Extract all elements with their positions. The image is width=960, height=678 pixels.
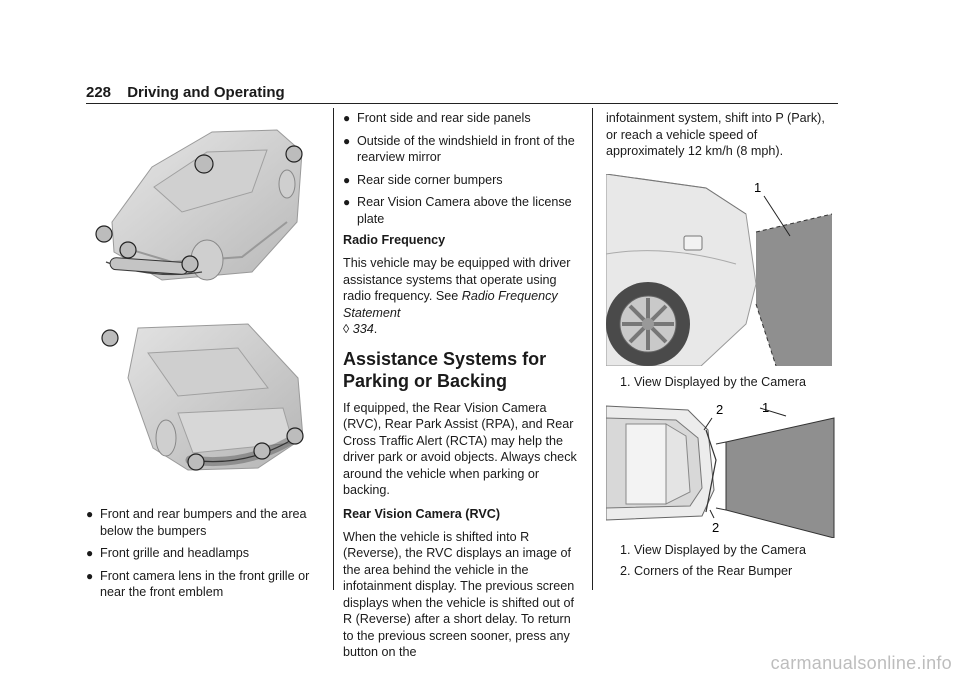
bullet-icon: ●: [86, 507, 94, 521]
rvc-paragraph: When the vehicle is shifted into R (Reve…: [343, 529, 575, 660]
cross-reference-link[interactable]: Radio Frequency Statement: [343, 289, 558, 320]
figure-caption: 1. View Displayed by the Camera: [606, 374, 838, 391]
watermark: carmanualsonline.info: [770, 653, 952, 673]
callout-1: 1: [754, 180, 761, 195]
list-item: ●Outside of the windshield in front of t…: [343, 133, 575, 165]
callout-2-top: 2: [716, 402, 723, 417]
bullet-icon: ●: [343, 172, 351, 187]
bullet-icon: ●: [343, 133, 351, 148]
caption-item: 1. View Displayed by the Camera: [620, 374, 806, 389]
callout-1: 1: [762, 400, 769, 415]
camera-view-figure: 1: [606, 173, 838, 366]
page-number: 228: [86, 84, 112, 101]
caption-item: 1. View Displayed by the Camera: [620, 543, 806, 557]
section-title: Driving and Operating: [127, 84, 285, 101]
middle-column: ●Front side and rear side panels ●Outsid…: [343, 110, 583, 669]
front-car-figure: [92, 112, 314, 290]
cleaning-list: ●Front and rear bumpers and the area bel…: [86, 506, 322, 607]
radio-paragraph: This vehicle may be equipped with driver…: [343, 256, 571, 336]
reference-page[interactable]: 334: [352, 322, 374, 336]
bumper-corner-figure: 2 1 2: [606, 400, 838, 538]
figure-caption: 1. View Displayed by the Camera 2. Corne…: [606, 542, 838, 579]
header-rule: [86, 103, 838, 104]
column-divider: [592, 108, 593, 590]
page-header: 228 Driving and Operating: [86, 84, 285, 101]
rear-car-figure: [98, 318, 310, 478]
list-item: ●Front and rear bumpers and the area bel…: [86, 507, 307, 538]
list-item: ●Front side and rear side panels: [343, 111, 531, 125]
bullet-icon: ●: [86, 546, 94, 560]
callout-2-bottom: 2: [712, 520, 719, 535]
continued-paragraph: infotainment system, shift into P (Park)…: [606, 111, 825, 158]
column-divider: [333, 108, 334, 590]
section-heading: Assistance Systems for Parking or Backin…: [343, 348, 547, 391]
caption-item: 2. Corners of the Rear Bumper: [620, 563, 793, 578]
bullet-icon: ●: [343, 111, 351, 125]
bullet-icon: ●: [343, 195, 351, 209]
list-item: ●Front camera lens in the front grille o…: [86, 568, 310, 600]
rvc-heading: Rear Vision Camera (RVC): [343, 506, 501, 521]
list-item: ●Rear side corner bumpers: [343, 172, 503, 187]
list-item: ●Front grille and headlamps: [86, 546, 250, 560]
reference-arrow-icon: ◊: [343, 322, 350, 336]
radio-heading: Radio Frequency: [343, 233, 446, 247]
list-item: ●Rear Vision Camera above the license pl…: [343, 195, 572, 226]
right-column: infotainment system, shift into P (Park)…: [606, 110, 838, 583]
intro-paragraph: If equipped, the Rear Vision Camera (RVC…: [343, 400, 577, 498]
bullet-icon: ●: [86, 568, 94, 583]
